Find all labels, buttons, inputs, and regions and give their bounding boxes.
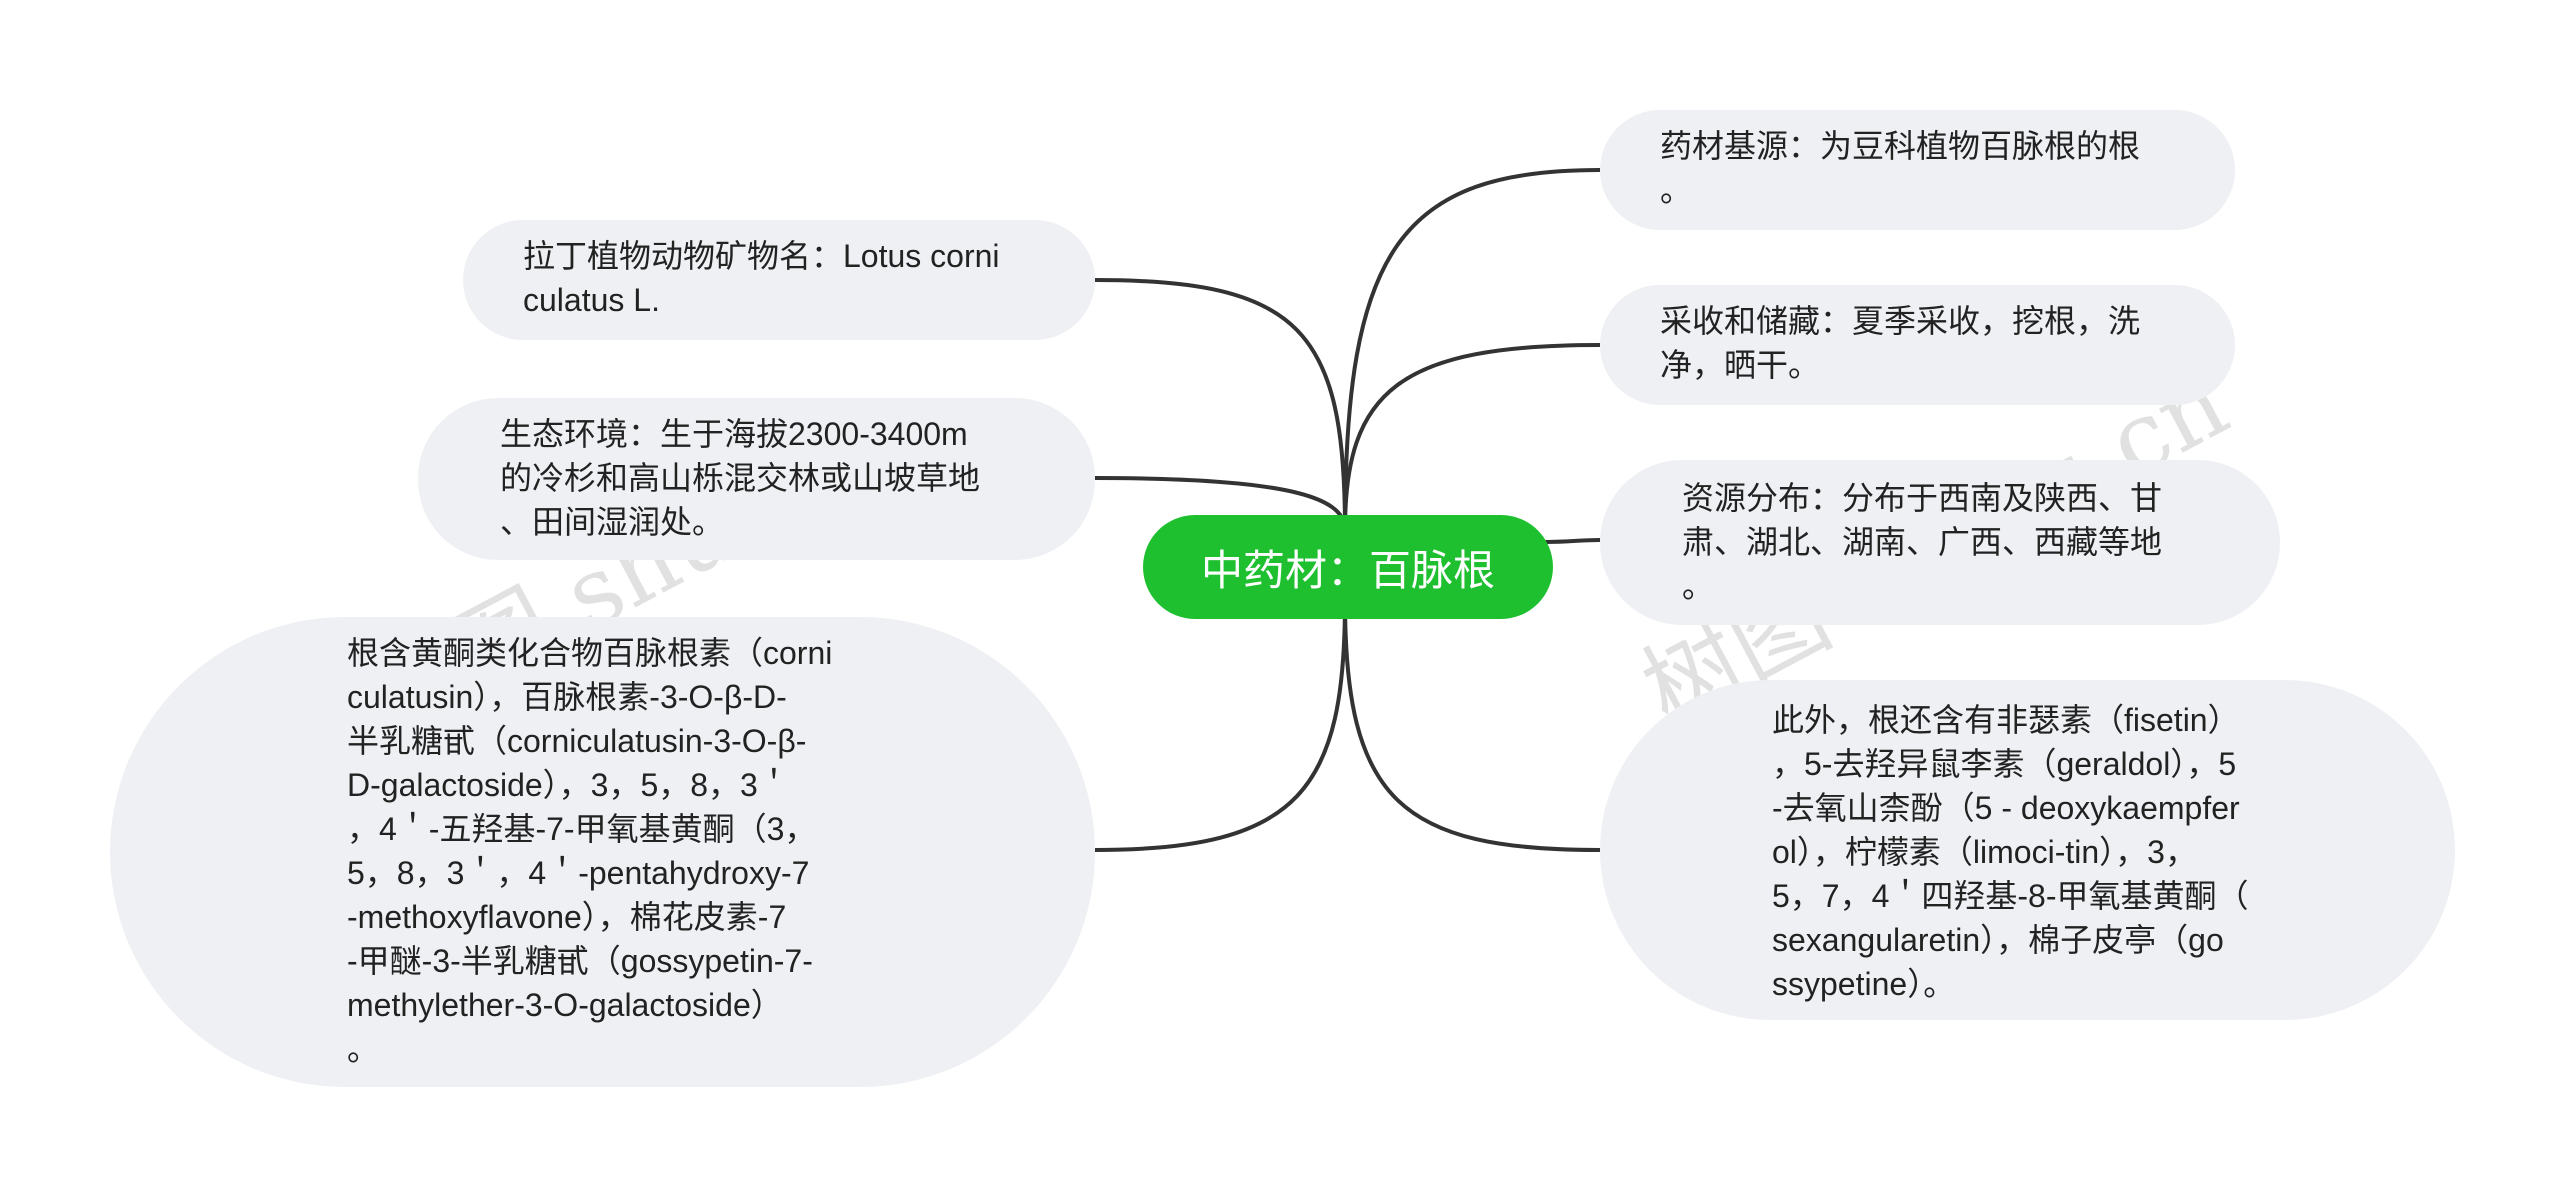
link-constituents [1094,599,1347,852]
node-habitat[interactable]: 生态环境：生于海拔2300-3400m 的冷杉和高山栎混交林或山坡草地 、田间湿… [418,398,1095,560]
node-distribution[interactable]: 资源分布：分布于西南及陕西、甘 肃、湖北、湖南、广西、西藏等地 。 [1600,460,2280,625]
node-harvest[interactable]: 采收和储藏：夏季采收，挖根，洗 净，晒干。 [1600,285,2235,405]
link-latin-name [1094,278,1347,531]
node-source[interactable]: 药材基源：为豆科植物百脉根的根 。 [1600,110,2235,230]
link-other [1343,599,1601,852]
link-harvest [1343,343,1601,531]
node-constituents[interactable]: 根含黄酮类化合物百脉根素（corni culatusin），百脉根素-3-O-β… [110,617,1095,1087]
link-source [1343,168,1601,531]
link-distribution [1544,538,1601,544]
central-topic[interactable]: 中药材：百脉根 [1143,515,1553,619]
node-latin-name[interactable]: 拉丁植物动物矿物名：Lotus corni culatus L. [463,220,1095,340]
node-other-constituents[interactable]: 此外，根还含有非瑟素（fisetin） ，5-去羟异鼠李素（geraldol），… [1600,680,2455,1020]
